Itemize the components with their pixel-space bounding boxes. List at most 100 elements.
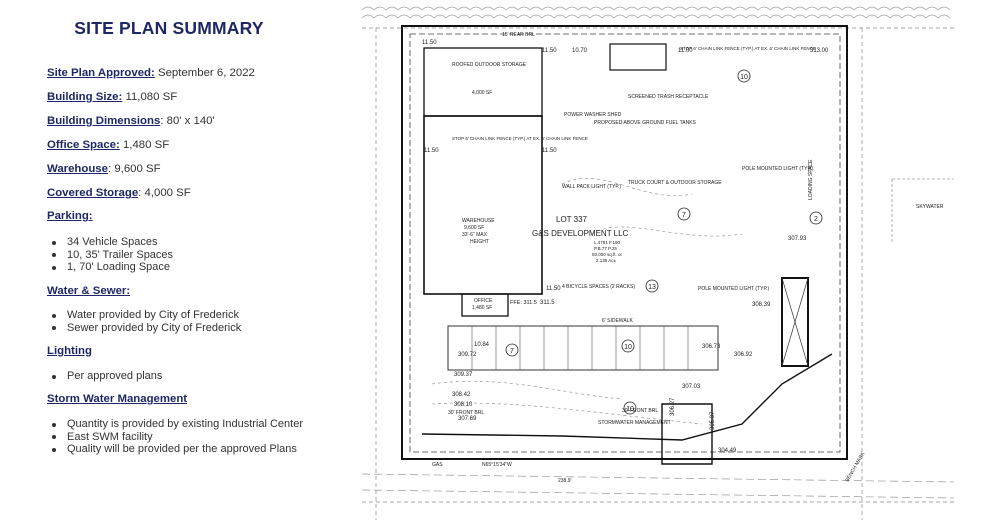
warehouse-row: Warehouse: 9,600 SF: [47, 162, 161, 176]
list-item: Per approved plans: [49, 370, 162, 383]
parking-list: 34 Vehicle Spaces 10, 35' Trailer Spaces…: [49, 236, 173, 274]
elevation-label: 306.27: [670, 397, 676, 416]
building-size-value: 11,080 SF: [122, 91, 178, 103]
trash-enclosure: [609, 43, 667, 71]
owner-label: G&S DEVELOPMENT LLC: [532, 229, 629, 238]
storm-pipe-2: [661, 403, 713, 465]
ffe-label: FFE: 311.5: [510, 300, 537, 306]
approved-label: Site Plan Approved:: [47, 67, 155, 79]
roofed-storage: [423, 47, 543, 117]
marker-number: 10: [740, 74, 748, 81]
covered-storage-label: Covered Storage: [47, 187, 139, 199]
elevation-label: 311.5: [540, 300, 555, 306]
list-item: Quality will be provided per the approve…: [49, 443, 303, 456]
marker-number: 13: [648, 284, 656, 291]
roofed-storage-label: ROOFED OUTDOOR STORAGE: [452, 62, 527, 68]
inner-boundary: [409, 33, 841, 453]
distance-label: 238.9': [558, 478, 572, 484]
list-item: Quantity is provided by existing Industr…: [49, 418, 303, 431]
elevation-label: 308.39: [752, 302, 771, 308]
elevation-label: 11.50: [542, 148, 557, 154]
elevation-label: 308.10: [454, 402, 473, 408]
warehouse-plan-height: 33'-6" MAX: [462, 232, 488, 238]
site-plan-svg: LOT 337 G&S DEVELOPMENT LLC L.4781 F.190…: [362, 6, 954, 520]
property-boundary: [401, 25, 848, 460]
elevation-label: 309.37: [454, 372, 473, 378]
list-item: 34 Vehicle Spaces: [49, 236, 173, 249]
warehouse-plan-area: 9,600 SF: [464, 225, 484, 231]
elevation-label: 11.50: [422, 40, 437, 46]
elevation-label: 10.70: [572, 48, 588, 54]
elevation-labels: 11.50 10.70 11.00 313.00 11.50 11.50 11.…: [422, 40, 829, 454]
front-brl-label-2: 30' FRONT BRL: [622, 408, 658, 414]
storm-pipe: [421, 353, 833, 441]
warehouse-plan-height2: HEIGHT: [470, 239, 489, 245]
building-dimensions-row: Building Dimensions: 80' x 140': [47, 114, 215, 128]
elevation-label: 11.50: [542, 48, 557, 54]
list-item: 1, 70' Loading Space: [49, 261, 173, 274]
warehouse-building: [423, 115, 543, 295]
marker-number: 7: [682, 212, 686, 219]
elevation-label: 11.50: [546, 286, 561, 292]
marker-number: 10: [626, 406, 634, 413]
loading-area: [781, 277, 809, 367]
office-plan-area: 1,480 SF: [472, 305, 492, 311]
pole-light-label-2: POLE MOUNTED LIGHT (TYP.): [698, 286, 770, 292]
trash-label: SCREENED TRASH RECEPTACLE: [628, 94, 709, 100]
elevation-label: 11.00: [678, 48, 693, 54]
marker-number: 10: [624, 344, 632, 351]
warehouse-plan-label: WAREHOUSE: [462, 218, 495, 224]
loading-diagonal: [781, 277, 809, 367]
sidewalk-label: 6' SIDEWALK: [602, 318, 633, 324]
elevation-label: 308.42: [452, 392, 471, 398]
power-washer-label: POWER WASHER SHED: [564, 112, 622, 118]
storm-water-heading: Storm Water Management: [47, 393, 188, 405]
approved-value: September 6, 2022: [154, 67, 255, 79]
elevation-label: 307.03: [682, 384, 701, 390]
building-size-row: Building Size: 11,080 SF: [47, 90, 177, 104]
wall-pack-label: WALL PACK LIGHT (TYP.): [562, 184, 621, 190]
warehouse-label: Warehouse: [47, 163, 108, 175]
summary-panel: SITE PLAN SUMMARY Site Plan Approved: Se…: [0, 0, 355, 527]
gas-label: GAS: [432, 462, 443, 468]
office-space-row: Office Space: 1,480 SF: [47, 138, 169, 152]
building-dimensions-label: Building Dimensions: [47, 115, 161, 127]
lot-ref1: L.4781 F.190: [594, 240, 621, 245]
truck-court-label: TRUCK COURT & OUTDOOR STORAGE: [628, 180, 722, 186]
swm-label: STORMWATER MANAGEMENT: [598, 420, 671, 426]
front-brl-label: 30' FRONT BRL: [448, 410, 484, 416]
storm-water-list: Quantity is provided by existing Industr…: [49, 418, 303, 456]
contour-lines: [431, 178, 743, 425]
list-item: Sewer provided by City of Frederick: [49, 322, 241, 335]
parking-row: [447, 325, 719, 371]
marker-number: 7: [510, 348, 514, 355]
skywater-label: SKYWATER: [916, 204, 944, 210]
water-sewer-list: Water provided by City of Frederick Sewe…: [49, 309, 241, 334]
roofed-storage-area: 4,000 SF: [472, 90, 492, 96]
fence-label-2: STOP 6' CHAIN LINK FENCE (TYP.) AT EX. 6…: [680, 46, 816, 51]
fence-label: STOP 6' CHAIN LINK FENCE (TYP.) AT EX. 6…: [452, 136, 588, 141]
lot-area: 93,000 sq.ft. or: [592, 252, 623, 257]
list-item-continuation: East SWM facility: [67, 430, 153, 443]
elevation-label: 309.72: [458, 352, 477, 358]
building-dimensions-value: : 80' x 140': [160, 115, 215, 127]
list-item: 10, 35' Trailer Spaces: [49, 249, 173, 262]
bearing-label: N65°15'34"W: [482, 462, 512, 468]
parking-heading: Parking:: [47, 210, 93, 222]
elevation-label: 307.93: [788, 236, 807, 242]
elevation-label: 306.73: [702, 344, 721, 350]
easement-lines: [362, 27, 954, 520]
lot-label: LOT 337: [556, 215, 588, 224]
elevation-label: 304.49: [718, 448, 737, 454]
parking-count-markers: 10 7 13 2 7 10 10: [505, 69, 823, 415]
site-plan-drawing: LOT 337 G&S DEVELOPMENT LLC L.4781 F.190…: [362, 4, 954, 520]
marker-number: 2: [814, 216, 818, 223]
pole-light-label: POLE MOUNTED LIGHT (TYP.): [742, 166, 814, 172]
approved-row: Site Plan Approved: September 6, 2022: [47, 66, 255, 80]
covered-storage-value: : 4,000 SF: [138, 187, 191, 199]
parking-stripes: [471, 326, 689, 370]
lighting-heading: Lighting: [47, 345, 92, 357]
list-item: Water provided by City of Frederick: [49, 309, 241, 322]
covered-storage-row: Covered Storage: 4,000 SF: [47, 186, 191, 200]
elevation-label: 313.00: [810, 48, 829, 54]
